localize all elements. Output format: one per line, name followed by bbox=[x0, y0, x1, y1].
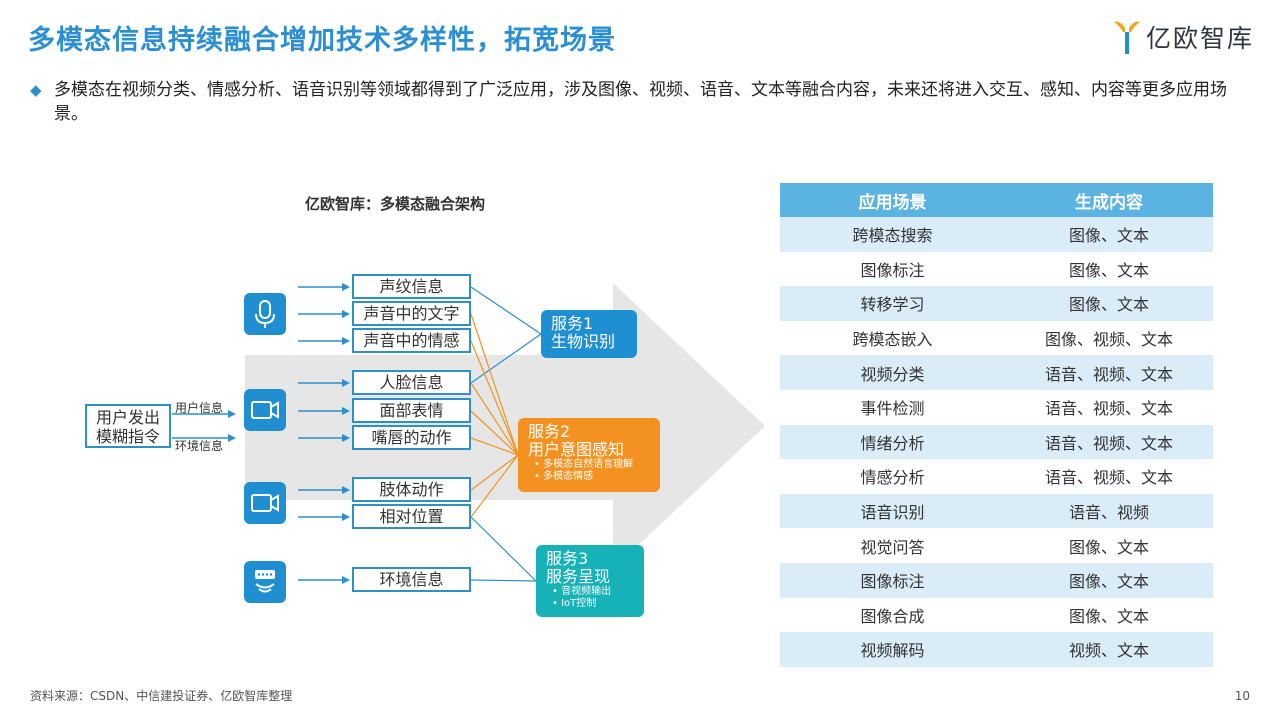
feature-relative-position: 相对位置 bbox=[352, 504, 471, 529]
table-cell-content: 图像、文本 bbox=[1068, 260, 1149, 280]
table-cell-content: 图像、文本 bbox=[1068, 295, 1149, 315]
service-3-sub-item: • 音视频输出 bbox=[552, 586, 612, 597]
application-table: 应用场景 生成内容 跨模态搜索图像、文本 图像标注图像、文本 转移学习图像、文本… bbox=[780, 183, 1213, 667]
table-cell-scenario: 视频分类 bbox=[860, 364, 925, 384]
table-row: 转移学习 图像、文本 bbox=[780, 286, 1213, 321]
table-header-content: 生成内容 bbox=[1075, 192, 1143, 213]
table-cell-content: 语音、视频、文本 bbox=[1044, 399, 1173, 419]
page-number: 10 bbox=[1234, 689, 1250, 703]
table-row: 语音识别 语音、视频 bbox=[780, 493, 1213, 529]
microphone-icon bbox=[244, 293, 286, 335]
service-2-box: 服务2 用户意图感知 • 多模态自然语言理解 • 多模态情感 bbox=[518, 418, 660, 492]
service-3-box: 服务3 服务呈现 • 音视频输出 • IoT控制 bbox=[536, 545, 644, 617]
table-cell-scenario: 图像标注 bbox=[860, 572, 925, 592]
service-2-sub-item: • 多模态自然语言理解 bbox=[534, 459, 634, 470]
yiou-logo-icon bbox=[1113, 21, 1140, 55]
arrow-label-user-info: 用户信息 bbox=[175, 401, 224, 415]
service-2-title: 服务2 bbox=[528, 422, 571, 441]
user-instruction-box: 用户发出 模糊指令 bbox=[85, 404, 171, 448]
service-3-sub-item: • IoT控制 bbox=[552, 598, 597, 609]
sensor-icon bbox=[244, 561, 286, 603]
source-note: 资料来源：CSDN、中信建投证券、亿欧智库整理 bbox=[30, 689, 293, 703]
table-row: 图像合成 图像、文本 bbox=[780, 597, 1213, 633]
arrow-label-env-info: 环境信息 bbox=[175, 439, 224, 453]
table-cell-content: 视频、文本 bbox=[1068, 641, 1149, 661]
table-row: 视觉问答 图像、文本 bbox=[780, 528, 1213, 563]
feature-speech-emotion: 声音中的情感 bbox=[352, 328, 471, 353]
service-2-sub-text: 多模态情感 bbox=[543, 471, 594, 482]
table-row: 事件检测 语音、视频、文本 bbox=[780, 389, 1213, 425]
service-1-title: 服务1 bbox=[551, 314, 594, 333]
logo: 亿欧智库 bbox=[1112, 16, 1254, 58]
user-box-line2: 模糊指令 bbox=[95, 427, 160, 446]
user-box-line1: 用户发出 bbox=[95, 408, 160, 427]
fusion-diagram: 亿欧智库：多模态融合架构 用户发出 模糊指令 用户信息 环境信息 bbox=[85, 195, 765, 617]
diagram-title: 亿欧智库：多模态融合架构 bbox=[305, 195, 486, 213]
page-title: 多模态信息持续融合增加技术多样性，拓宽场景 bbox=[28, 25, 616, 56]
table-cell-scenario: 视觉问答 bbox=[860, 537, 925, 557]
table-row: 情感分析 语音、视频、文本 bbox=[780, 459, 1213, 494]
table-cell-scenario: 跨模态搜索 bbox=[852, 226, 933, 246]
table-cell-scenario: 图像标注 bbox=[860, 260, 925, 280]
feature-environment: 环境信息 bbox=[352, 567, 471, 592]
service-3-sub-text: IoT控制 bbox=[561, 598, 597, 609]
table-cell-scenario: 情感分析 bbox=[860, 468, 925, 488]
table-row: 跨模态嵌入 图像、视频、文本 bbox=[780, 320, 1213, 356]
table-row: 图像标注 图像、文本 bbox=[780, 562, 1213, 598]
feature-face: 人脸信息 bbox=[352, 370, 471, 395]
table-row: 跨模态搜索 图像、文本 bbox=[780, 217, 1213, 252]
table-cell-content: 语音、视频、文本 bbox=[1044, 468, 1173, 488]
feature-body-motion: 肢体动作 bbox=[352, 477, 471, 502]
service-1-name: 生物识别 bbox=[551, 332, 616, 351]
logo-text: 亿欧智库 bbox=[1145, 24, 1254, 53]
diagram-background bbox=[172, 283, 765, 584]
service-3-title: 服务3 bbox=[546, 549, 589, 568]
table-row: 图像标注 图像、文本 bbox=[780, 251, 1213, 287]
table-row: 视频解码 视频、文本 bbox=[780, 632, 1213, 667]
intro-text: 多模态在视频分类、情感分析、语音识别等领域都得到了广泛应用，涉及图像、视频、语音… bbox=[54, 80, 1227, 124]
service-2-name: 用户意图感知 bbox=[528, 440, 625, 459]
table-cell-content: 图像、视频、文本 bbox=[1044, 330, 1173, 350]
intro-paragraph: ◆ 多模态在视频分类、情感分析、语音识别等领域都得到了广泛应用，涉及图像、视频、… bbox=[30, 78, 1250, 126]
table-cell-scenario: 图像合成 bbox=[860, 606, 925, 626]
table-header-row: 应用场景 生成内容 bbox=[780, 183, 1213, 217]
feature-lip-motion: 嘴唇的动作 bbox=[352, 425, 471, 450]
table-row: 视频分类 语音、视频、文本 bbox=[780, 355, 1213, 390]
table-cell-content: 图像、文本 bbox=[1068, 226, 1149, 246]
table-cell-scenario: 情绪分析 bbox=[860, 433, 925, 453]
table-cell-content: 语音、视频、文本 bbox=[1044, 433, 1173, 453]
service-2-sub-text: 多模态自然语言理解 bbox=[543, 459, 634, 470]
camera-icon bbox=[244, 482, 286, 524]
table-header-scenario: 应用场景 bbox=[858, 192, 927, 213]
table-cell-scenario: 转移学习 bbox=[860, 295, 925, 315]
table-cell-content: 图像、文本 bbox=[1068, 572, 1149, 592]
service-3-name: 服务呈现 bbox=[546, 567, 611, 586]
feature-facial-expression: 面部表情 bbox=[352, 398, 471, 423]
table-cell-content: 图像、文本 bbox=[1068, 537, 1149, 557]
table-cell-content: 语音、视频 bbox=[1068, 503, 1149, 523]
table-cell-content: 图像、文本 bbox=[1068, 606, 1149, 626]
table-cell-scenario: 事件检测 bbox=[860, 399, 925, 419]
service-1-box: 服务1 生物识别 bbox=[541, 310, 637, 358]
feature-speech-text: 声音中的文字 bbox=[352, 301, 471, 326]
service-2-sub-item: • 多模态情感 bbox=[534, 471, 594, 482]
table-cell-scenario: 语音识别 bbox=[860, 503, 925, 523]
table-cell-scenario: 视频解码 bbox=[860, 641, 925, 661]
table-cell-content: 语音、视频、文本 bbox=[1044, 364, 1173, 384]
table-row: 情绪分析 语音、视频、文本 bbox=[780, 424, 1213, 460]
table-cell-scenario: 跨模态嵌入 bbox=[852, 330, 933, 350]
camera-icon bbox=[244, 389, 286, 431]
feature-voiceprint: 声纹信息 bbox=[352, 274, 471, 299]
diamond-bullet-icon: ◆ bbox=[30, 81, 42, 99]
service-3-sub-text: 音视频输出 bbox=[561, 586, 612, 597]
